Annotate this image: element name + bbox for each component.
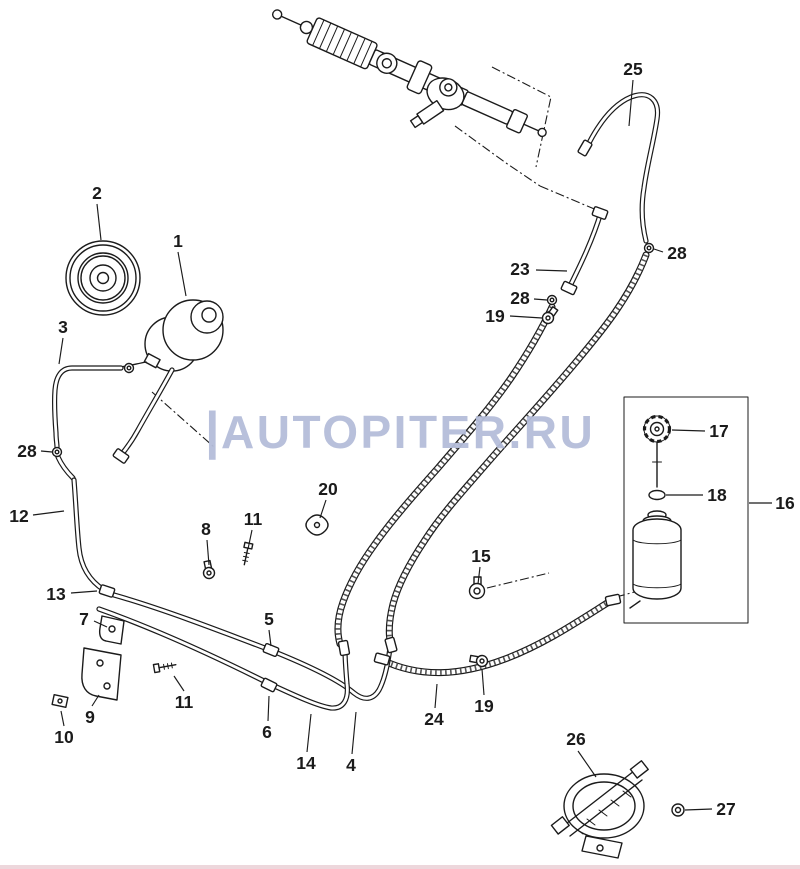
- bolt-11-top: [239, 541, 254, 567]
- callout-leader-11: [247, 529, 253, 550]
- callout-leader-27: [684, 808, 713, 811]
- callout-26: 26: [566, 729, 586, 749]
- pipe25-fitting: [576, 138, 594, 158]
- callout-23: 23: [510, 259, 530, 279]
- callout-leader-14: [306, 713, 312, 753]
- hose-end-fitting: [337, 639, 351, 657]
- callout-leader-28: [533, 298, 548, 301]
- callout-20: 20: [318, 479, 338, 499]
- callout-leader-28: [40, 450, 53, 453]
- callout-leader-15: [477, 566, 481, 585]
- callout-leader-2: [96, 203, 102, 241]
- callout-18: 18: [707, 485, 727, 505]
- reservoir-bracket-26: [550, 760, 649, 859]
- callout-16: 16: [775, 493, 795, 513]
- callout-leader-7: [93, 620, 108, 628]
- reservoir-cap: [642, 414, 672, 444]
- callout-leader-8: [206, 539, 210, 566]
- callout-leader-4: [351, 711, 357, 755]
- callout-leader-19: [509, 315, 543, 319]
- callout-leader-19: [481, 668, 485, 696]
- callout-5: 5: [264, 609, 274, 629]
- callout-17: 17: [709, 421, 728, 441]
- construction-lines: [151, 66, 643, 598]
- callout-leader-26: [577, 750, 597, 778]
- callout-leader-17: [671, 429, 706, 432]
- brackets: [51, 615, 125, 709]
- watermark-text: AUTOPITER.RU: [221, 406, 595, 458]
- callout-27: 27: [716, 799, 735, 819]
- callout-19: 19: [474, 696, 494, 716]
- callout-1: 1: [173, 231, 183, 251]
- bolt-27: [671, 803, 685, 817]
- callout-13: 13: [46, 584, 66, 604]
- watermark-bar: |: [205, 402, 220, 460]
- bracket-7: [98, 615, 125, 645]
- callout-leader-24: [434, 683, 438, 709]
- pipe23-bottom-fitting: [560, 280, 578, 296]
- callout-24: 24: [424, 709, 444, 729]
- mount-clamp: [406, 60, 433, 95]
- bottom-strip: [0, 865, 800, 869]
- callout-10: 10: [54, 727, 74, 747]
- bolt-11-bottom: [152, 660, 178, 674]
- callout-leader-12: [32, 510, 65, 516]
- callout-leader-3: [58, 337, 64, 365]
- steering-rack-assembly: [272, 9, 547, 138]
- reservoir-body: [629, 510, 682, 609]
- callout-3: 3: [58, 317, 68, 337]
- callout-6: 6: [262, 722, 272, 742]
- callout-leader-25: [628, 79, 634, 127]
- callout-15: 15: [471, 546, 491, 566]
- callout-leader-23: [535, 269, 568, 272]
- callout-leader-11: [173, 675, 185, 692]
- callout-28: 28: [17, 441, 37, 461]
- reservoir-box: [623, 396, 749, 624]
- reservoir-group: [623, 396, 749, 624]
- callout-leader-13: [70, 590, 98, 594]
- clamp-15: [468, 576, 486, 600]
- callout-leader-9: [91, 694, 100, 707]
- nut-28-mid: [546, 294, 558, 306]
- hose24-right-fitting: [604, 593, 622, 607]
- callout-14: 14: [296, 753, 316, 773]
- suction-pipes-left: [55, 368, 172, 590]
- callout-11: 11: [175, 692, 194, 712]
- nut-28-right: [643, 242, 655, 254]
- bracket-9: [81, 647, 122, 701]
- callout-leader-1: [177, 251, 187, 297]
- fitting-6: [260, 677, 278, 693]
- nut-28-left: [51, 446, 63, 458]
- input-shaft: [409, 99, 445, 129]
- callout-leader-10: [60, 710, 65, 727]
- callout-28: 28: [667, 243, 687, 263]
- fittings: [51, 138, 655, 693]
- callout-8: 8: [201, 519, 211, 539]
- callout-9: 9: [85, 707, 95, 727]
- pulley: [65, 240, 141, 316]
- callout-4: 4: [346, 755, 356, 775]
- callout-19: 19: [485, 306, 505, 326]
- callout-2: 2: [92, 183, 102, 203]
- callout-12: 12: [9, 506, 29, 526]
- hose-end-fitting: [384, 636, 398, 654]
- o-ring-18: [648, 489, 666, 501]
- fitting-13: [98, 583, 116, 599]
- callout-leader-6: [267, 695, 270, 722]
- callout-leader-28: [653, 248, 664, 253]
- callout-28: 28: [510, 288, 530, 308]
- power-steering-pump: [120, 299, 224, 372]
- callout-7: 7: [79, 609, 89, 629]
- callout-leader-20: [319, 499, 327, 519]
- bellows: [306, 17, 378, 70]
- clamp-20: [305, 514, 329, 536]
- callout-25: 25: [623, 59, 643, 79]
- nut-plate-10: [51, 693, 69, 709]
- pipe23-top-fitting: [591, 205, 609, 221]
- callout-leader-5: [268, 629, 272, 647]
- hose-nut: [123, 362, 135, 374]
- callout-11: 11: [244, 509, 263, 529]
